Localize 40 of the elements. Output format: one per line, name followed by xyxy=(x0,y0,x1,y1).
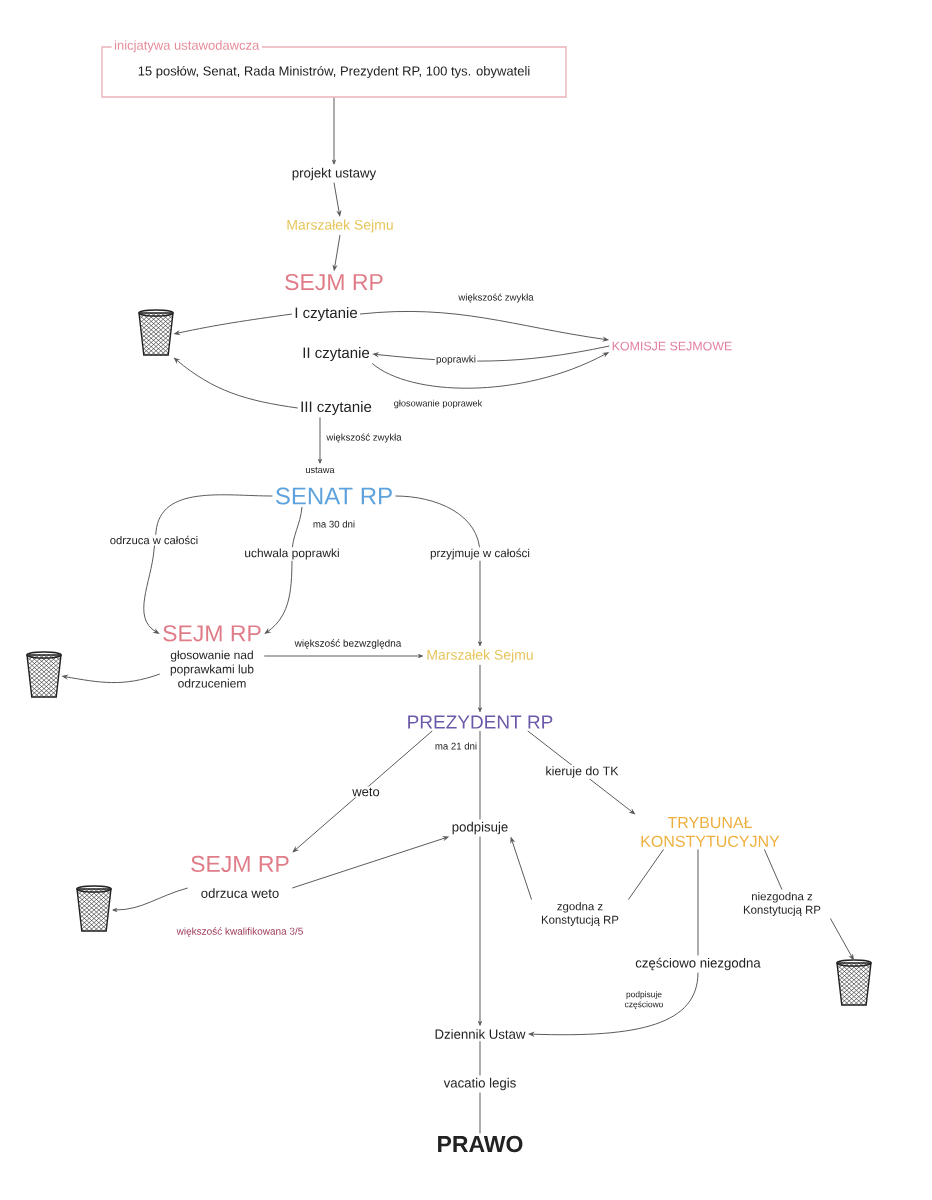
arrow xyxy=(829,917,854,960)
chamber-heading: SEJM RP xyxy=(163,625,261,642)
connector-line xyxy=(479,730,481,820)
result-heading: PRAWO xyxy=(438,1135,523,1153)
arrow xyxy=(527,730,635,815)
connector-line xyxy=(479,1092,481,1134)
arrow xyxy=(292,730,433,853)
arrow xyxy=(143,494,273,634)
arrow xyxy=(174,313,293,335)
arrow xyxy=(528,972,699,1037)
arrow xyxy=(62,673,161,684)
connector-line xyxy=(627,848,665,901)
arrow xyxy=(264,506,303,634)
trash-can xyxy=(836,959,872,1006)
arrow xyxy=(395,495,482,647)
chamber-heading: SENAT RP xyxy=(275,487,392,505)
arrow xyxy=(112,887,189,912)
arrow xyxy=(373,345,610,362)
arrow xyxy=(478,664,482,713)
connector-line xyxy=(479,1040,481,1076)
arrow xyxy=(359,310,609,342)
trash-can xyxy=(138,309,174,356)
arrow xyxy=(332,97,336,165)
arrow xyxy=(318,416,322,464)
arrow xyxy=(263,654,423,658)
office-heading: PREZYDENT RP xyxy=(408,715,553,729)
arrow xyxy=(478,836,482,1026)
arrow xyxy=(291,836,449,889)
trash-can xyxy=(26,651,62,698)
court-heading: TRYBUNAŁ KONSTYTUCYJNY xyxy=(641,817,780,847)
arrow xyxy=(173,357,299,409)
trash-can xyxy=(76,885,112,932)
arrow xyxy=(510,837,533,901)
arrow xyxy=(333,182,342,217)
chamber-heading: SEJM RP xyxy=(285,273,383,291)
connector-line xyxy=(763,848,783,891)
connector-line xyxy=(697,848,699,956)
arrow xyxy=(332,234,341,271)
arrow xyxy=(371,352,609,389)
chamber-heading: SEJM RP xyxy=(191,855,289,873)
